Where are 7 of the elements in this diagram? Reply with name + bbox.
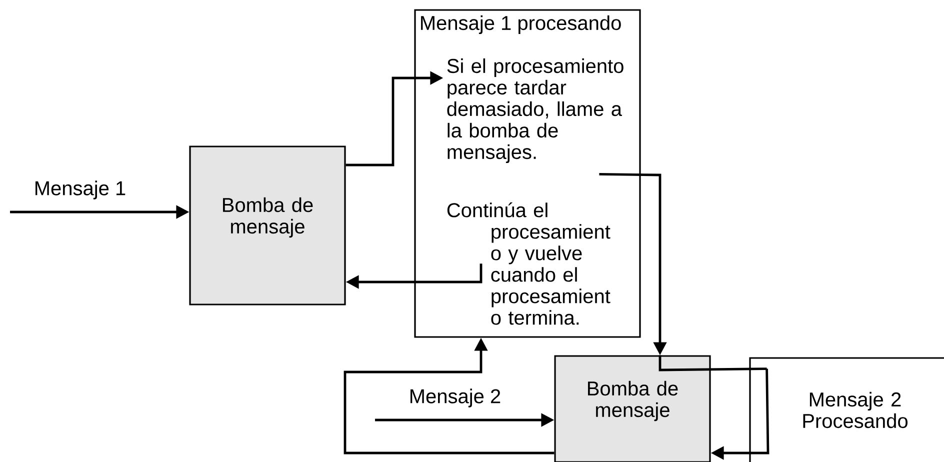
pump-box: Bomba de mensaje [554,355,711,462]
note-text: Continúa el procesamient o y vuelve cuando el procesamient o termina. [447,202,610,325]
note-text: Si el procesamiento parece tardar demasiado, llame a la bomba de mensajes. [447,58,624,164]
processing-box: Mensaje 2 Procesando [749,357,944,462]
edge-label: Mensaje 2 [408,388,502,408]
pump-box: Bomba de mensaje [189,146,346,306]
edge-label: Mensaje 1 [32,180,128,200]
